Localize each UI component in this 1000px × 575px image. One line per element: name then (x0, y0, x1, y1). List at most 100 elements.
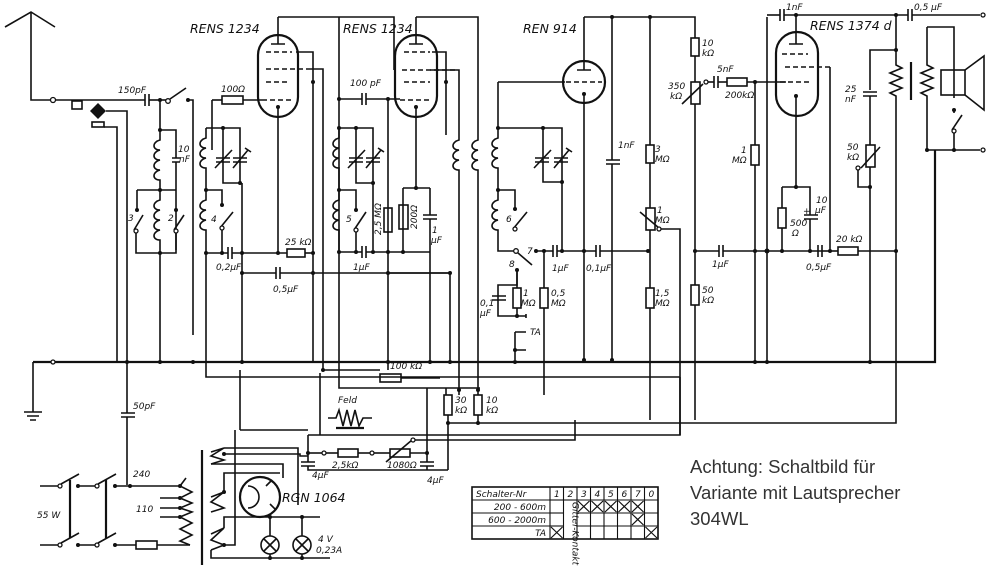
resistor-20k (837, 246, 859, 256)
loudspeaker (927, 26, 985, 112)
antenna-coupler (56, 99, 145, 340)
label-200k: 200kΩ (725, 91, 754, 101)
label-50k-b: kΩ (702, 296, 714, 306)
label-0.5M-a: 0,5 (551, 289, 566, 299)
label-50k-a: 50 (702, 286, 714, 296)
switch-2 (173, 214, 185, 231)
table-header-label: Schalter-Nr (476, 490, 528, 500)
label-0.5M-b: MΩ (551, 299, 566, 309)
label-350k-a: 350 (668, 82, 685, 92)
tube-v1 (256, 17, 310, 119)
label-1M-a2: MΩ (521, 299, 536, 309)
resistor-30k (443, 394, 453, 416)
rectifier-tube (238, 475, 282, 519)
note-line-2: Variante mit Lautsprecher (690, 482, 901, 503)
label-10k-a: 10 (486, 396, 498, 406)
switch-3 (133, 214, 144, 231)
speaker-switch (951, 114, 963, 131)
table-header-cell: 3 (581, 490, 587, 500)
label-5nF: 5nF (717, 65, 734, 75)
label-1nF-a: 1nF (618, 141, 635, 151)
capacitor-1uF-b (423, 214, 437, 220)
label-switch-2: 2 (168, 214, 174, 224)
label-30k-a: 30 (455, 396, 467, 406)
label-500-a: 500 (790, 219, 807, 229)
tube-label-v4: RENS 1374 d (810, 18, 892, 33)
tube-label-v2: RENS 1234 (343, 21, 413, 36)
capacitor-100pF (361, 93, 367, 105)
capacitor-0.2uF (227, 247, 233, 259)
label-switch-4: 4 (211, 215, 217, 225)
label-3M-b: MΩ (655, 155, 670, 165)
label-1nF-b: 1nF (786, 3, 803, 13)
capacitor-0.5uF-a (275, 267, 281, 279)
tube-label-v3: REN 914 (523, 21, 577, 36)
capacitor-150pF (144, 94, 160, 106)
label-0.1uF: 0,1µF (586, 264, 612, 274)
table-header-cell: 7 (635, 490, 641, 500)
table-header-cell: 4 (595, 490, 601, 500)
table-cross-mark (550, 526, 563, 539)
tube-v4 (774, 15, 830, 118)
wave-switch-1 (169, 87, 187, 100)
resistor-200ohm (398, 204, 409, 230)
coil-tuned-3 (491, 128, 499, 190)
label-1uF-a: 1µF (353, 263, 370, 273)
tube-label-v5: RGN 1064 (282, 490, 346, 505)
fuse (135, 540, 158, 550)
label-4uF-b: 4µF (427, 476, 444, 486)
table-header-cell: 6 (622, 490, 628, 500)
label-10k-top-a: 10 (702, 39, 714, 49)
note-line-1: Achtung: Schaltbild für (690, 456, 876, 477)
resistor-2.5M (383, 207, 393, 233)
variable-capacitor-3 (533, 147, 573, 169)
potentiometer-50k[interactable] (860, 144, 881, 169)
label-0.5uF-b: 0,5 µF (914, 3, 943, 13)
label-4uF-a: 4µF (312, 471, 329, 481)
variant-note: Achtung: Schaltbild für Variante mit Lau… (690, 454, 900, 532)
table-row-label: TA (535, 529, 546, 539)
field-coil (328, 407, 372, 430)
pilot-lamp-2 (292, 535, 312, 555)
label-tap-240: 240 (133, 470, 150, 480)
capacitor-1nF-a (606, 159, 620, 165)
resistor-500ohm (777, 207, 787, 229)
capacitor-5nF (713, 76, 719, 88)
capacitor-4uF-b (420, 461, 434, 467)
label-10k-top-b: kΩ (702, 49, 714, 59)
coil-tuned-1 (199, 128, 207, 190)
label-0.5uF-a: 0,5µF (273, 285, 299, 295)
label-field: Feld (338, 396, 357, 406)
resistor-0.5M (539, 287, 549, 309)
resistor-25k (286, 248, 306, 258)
capacitor-0.1uF-b (492, 295, 506, 301)
mains-switch[interactable] (40, 473, 117, 548)
label-TA: TA (530, 328, 541, 338)
resistor-2.5k (337, 448, 359, 458)
label-0.1uF-b2: µF (479, 309, 492, 319)
antenna-symbol (4, 11, 57, 104)
table-header-cell: 1 (554, 490, 560, 500)
coil-input-1 (153, 130, 161, 190)
label-10uF-b: µF (814, 206, 827, 216)
table-cross-mark (631, 513, 644, 526)
table-col2-note: Gitter-Kontakt (570, 502, 580, 566)
table-cross-mark (591, 500, 604, 513)
capacitor-0.1uF (595, 245, 601, 257)
table-row-label: 200 - 600m (494, 503, 546, 513)
switch-5 (353, 211, 367, 231)
table-header-cell: 2 (568, 490, 574, 500)
capacitor-50pF (121, 412, 135, 418)
potentiometer-1080[interactable] (385, 439, 413, 463)
label-switch-5: 5 (346, 215, 352, 225)
label-1uF-d: 1µF (712, 260, 729, 270)
switch-4 (219, 211, 234, 229)
label-100pF: 100 pF (350, 79, 382, 89)
label-switch-3: 3 (128, 214, 134, 224)
label-10nF-b: nF (179, 155, 191, 165)
label-1M-b2: MΩ (732, 156, 747, 166)
coil-tuned-2b (332, 190, 340, 252)
note-line-3: 304WL (690, 508, 749, 529)
